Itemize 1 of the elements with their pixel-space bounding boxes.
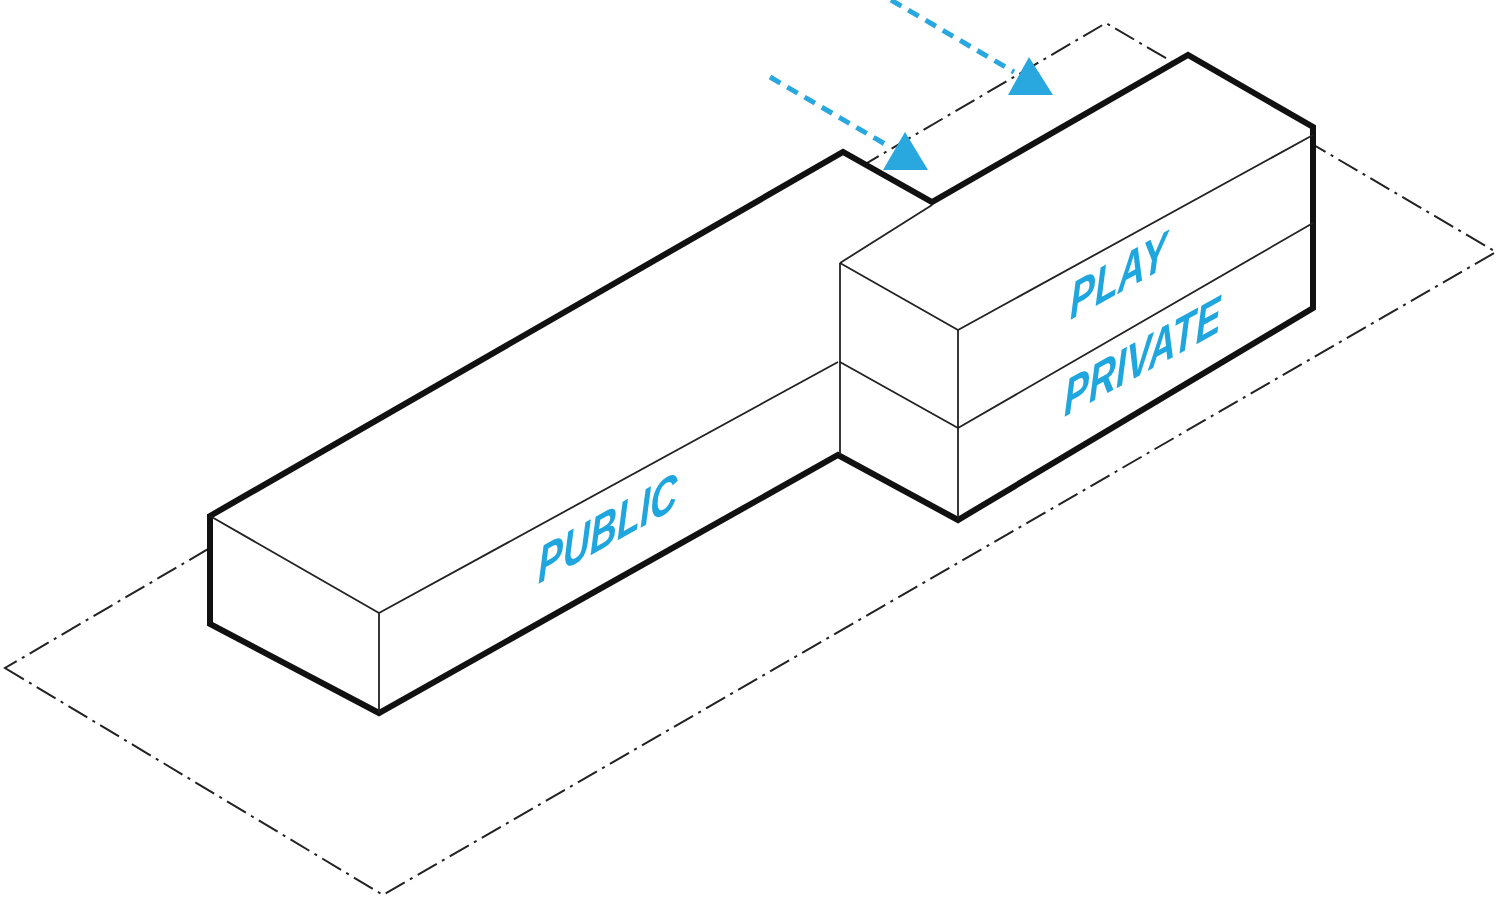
zone-label: PUBLIC [538, 463, 678, 592]
